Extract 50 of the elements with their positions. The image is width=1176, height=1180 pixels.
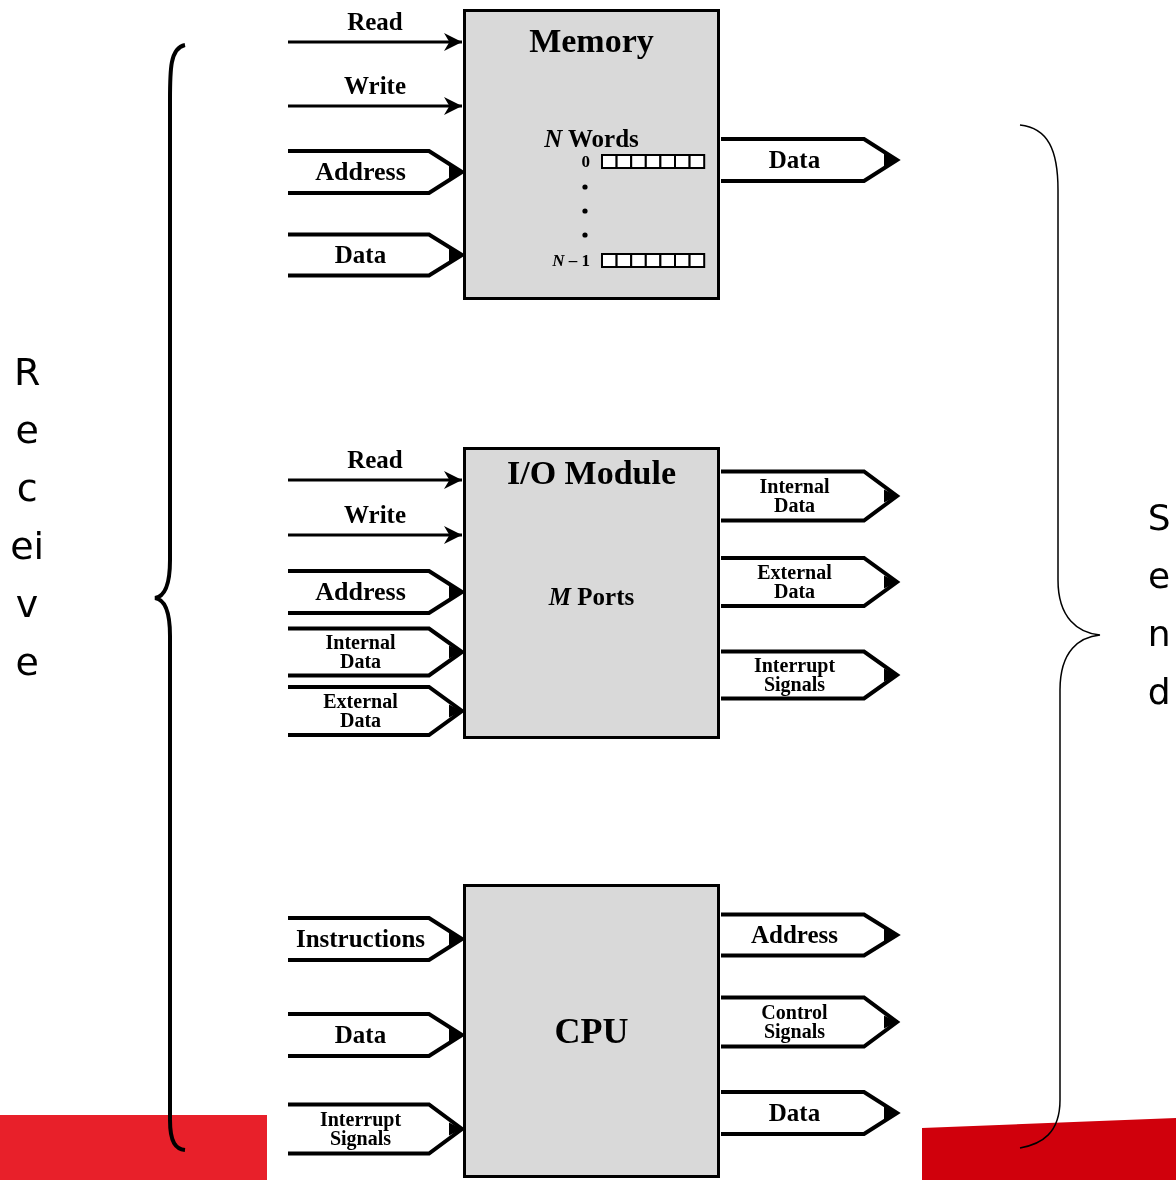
edge-label: Read bbox=[346, 446, 404, 474]
module-title: I/O Module bbox=[505, 456, 678, 490]
edge-label: Internal Data bbox=[758, 474, 831, 518]
edge-label: Data bbox=[767, 1098, 822, 1129]
module-box bbox=[463, 884, 720, 1178]
bus-arrow bbox=[719, 649, 901, 701]
module-box bbox=[463, 9, 720, 300]
signal-arrow bbox=[288, 471, 462, 489]
module-box bbox=[463, 447, 720, 739]
edge-label: External Data bbox=[756, 560, 833, 604]
edge-label: External Data bbox=[322, 689, 399, 733]
edge-label: Control Signals bbox=[760, 1000, 829, 1045]
bus-arrow bbox=[286, 232, 466, 278]
edge-label: Data bbox=[333, 1020, 388, 1051]
bus-arrow bbox=[719, 469, 901, 523]
bus-arrow bbox=[719, 137, 901, 183]
bus-arrow bbox=[286, 916, 466, 962]
word-index: N – 1 bbox=[551, 250, 590, 272]
edge-label: Instructions bbox=[294, 924, 427, 955]
edge-label: Write bbox=[343, 501, 407, 529]
edge-label: Write bbox=[343, 72, 407, 100]
module-title: CPU bbox=[553, 1010, 630, 1053]
bus-arrow bbox=[286, 1102, 466, 1156]
edge-label: Data bbox=[333, 240, 388, 271]
module-text: N Words bbox=[543, 126, 640, 151]
bus-arrow bbox=[286, 685, 466, 737]
signal-arrow bbox=[288, 33, 462, 51]
edge-label: Address bbox=[314, 155, 407, 188]
bus-arrow bbox=[719, 556, 901, 608]
edge-label: Address bbox=[749, 920, 840, 951]
edge-label: Data bbox=[767, 145, 822, 176]
edge-label: Interrupt Signals bbox=[318, 1107, 403, 1152]
bus-arrow bbox=[286, 149, 466, 195]
signal-arrow bbox=[288, 97, 462, 115]
bus-arrow bbox=[286, 569, 466, 615]
word-index: 0 bbox=[580, 151, 590, 173]
edge-label: Interrupt Signals bbox=[752, 653, 837, 697]
module-text: M Ports bbox=[547, 584, 636, 609]
side-label: Send bbox=[1146, 496, 1172, 714]
edge-label: Internal Data bbox=[324, 630, 397, 674]
bus-arrow bbox=[719, 995, 901, 1049]
module-title: Memory bbox=[528, 24, 655, 58]
side-label: Receive bbox=[10, 349, 45, 686]
edge-label: Address bbox=[314, 575, 407, 608]
bus-arrow bbox=[719, 912, 901, 958]
bus-arrow bbox=[719, 1090, 901, 1136]
signal-arrow bbox=[288, 526, 462, 544]
edge-label: Read bbox=[346, 8, 404, 36]
bus-arrow bbox=[286, 626, 466, 678]
bus-arrow bbox=[286, 1012, 466, 1058]
